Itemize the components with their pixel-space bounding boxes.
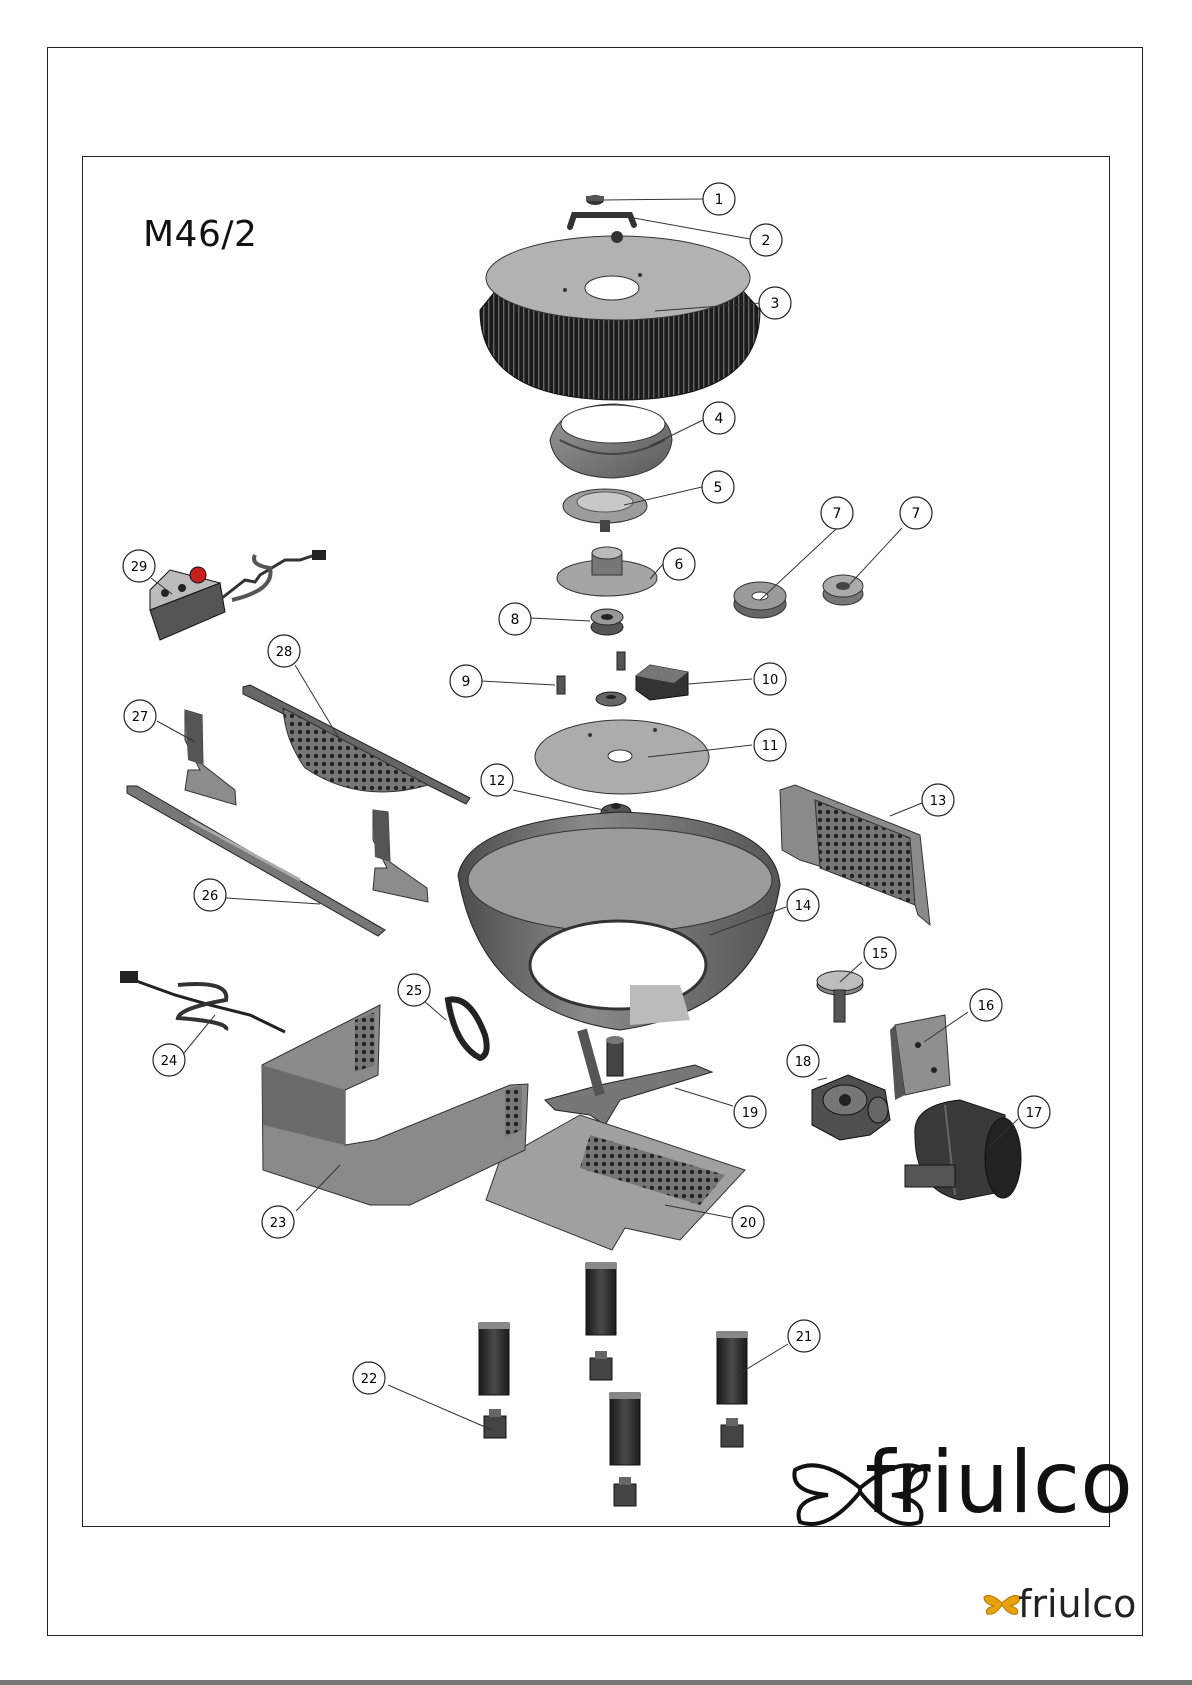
callout-17: 17 <box>1018 1096 1050 1128</box>
part-26-support-bar <box>127 786 385 936</box>
callout-number: 25 <box>406 984 423 999</box>
callout-number: 1 <box>715 192 724 208</box>
callout-number: 22 <box>361 1372 378 1387</box>
callout-number: 9 <box>462 674 471 690</box>
part-15-foot-pad <box>817 971 863 1022</box>
callout-18: 18 <box>787 1045 819 1077</box>
callout-number: 29 <box>131 560 148 575</box>
part-22-leg-left <box>479 1323 509 1438</box>
callout-number: 26 <box>202 889 219 904</box>
callout-3: 3 <box>759 287 791 319</box>
callout-number: 20 <box>740 1216 757 1231</box>
callout-9: 9 <box>450 665 482 697</box>
part-21-leg-right <box>717 1332 747 1447</box>
callout-28: 28 <box>268 635 300 667</box>
callout-number: 21 <box>796 1330 813 1345</box>
part-28-mesh-bar <box>243 685 470 804</box>
callout-1: 1 <box>703 183 735 215</box>
callout-number: 11 <box>762 739 779 754</box>
callout-29: 29 <box>123 550 155 582</box>
callout-2: 2 <box>750 224 782 256</box>
callout-number: 15 <box>872 947 889 962</box>
callout-15: 15 <box>864 937 896 969</box>
callout-number: 3 <box>771 296 780 312</box>
callout-25: 25 <box>398 974 430 1006</box>
brand-name: friulco <box>865 1433 1133 1533</box>
part-23-front-enclosure <box>262 1005 528 1205</box>
callout-7b: 7 <box>900 497 932 529</box>
callout-12: 12 <box>481 764 513 796</box>
callout-number: 2 <box>762 233 771 249</box>
callout-number: 23 <box>270 1216 287 1231</box>
part-27-bracket-right <box>373 810 428 902</box>
part-21-leg-center <box>586 1263 616 1380</box>
callout-8: 8 <box>499 603 531 635</box>
callout-number: 16 <box>978 999 995 1014</box>
part-29-control-box <box>150 550 326 640</box>
callout-22: 22 <box>353 1362 385 1394</box>
callout-number: 17 <box>1026 1106 1043 1121</box>
callout-number: 24 <box>161 1054 178 1069</box>
spacer-ring <box>596 692 626 706</box>
part-4-collar <box>550 404 672 478</box>
part-19-tripod-support <box>545 1030 712 1125</box>
part-2-handle <box>570 215 634 227</box>
part-6-hub-plate <box>557 547 657 596</box>
callout-number: 8 <box>511 612 520 628</box>
part-16-motor-bracket <box>890 1015 950 1100</box>
part-9-pins <box>557 652 625 694</box>
part-10-block <box>636 665 688 700</box>
callout-number: 10 <box>762 673 779 688</box>
brand-name-small: friulco <box>1018 1582 1136 1626</box>
callout-21: 21 <box>788 1320 820 1352</box>
part-24-cable <box>120 971 285 1032</box>
callout-number: 7 <box>912 506 921 522</box>
part-3-lid <box>480 231 760 400</box>
callout-23: 23 <box>262 1206 294 1238</box>
part-27-bracket-left <box>185 710 236 805</box>
part-21-leg-front <box>610 1393 640 1506</box>
callout-20: 20 <box>732 1206 764 1238</box>
brand-logo-small: friulco <box>984 1582 1136 1626</box>
butterfly-icon <box>984 1595 1020 1614</box>
callout-number: 19 <box>742 1106 759 1121</box>
part-5-disc <box>563 489 647 532</box>
page-bottom-edge <box>0 1680 1192 1685</box>
part-7-pulley-b <box>823 575 863 605</box>
callout-number: 12 <box>489 774 506 789</box>
callout-number: 14 <box>795 899 812 914</box>
callout-26: 26 <box>194 879 226 911</box>
brand-logo-large: friulco <box>794 1433 1132 1533</box>
callout-10: 10 <box>754 663 786 695</box>
part-11-base-plate <box>535 720 709 794</box>
callout-16: 16 <box>970 989 1002 1021</box>
callout-24: 24 <box>153 1044 185 1076</box>
callout-number: 4 <box>715 411 724 427</box>
callout-27: 27 <box>124 700 156 732</box>
callout-13: 13 <box>922 784 954 816</box>
part-8-bearing <box>591 609 623 635</box>
callout-19: 19 <box>734 1096 766 1128</box>
callout-number: 18 <box>795 1055 812 1070</box>
callout-number: 7 <box>833 506 842 522</box>
callout-number: 27 <box>132 710 149 725</box>
part-1-knob <box>586 195 604 205</box>
callout-4: 4 <box>703 402 735 434</box>
callout-14: 14 <box>787 889 819 921</box>
callout-number: 13 <box>930 794 947 809</box>
callout-11: 11 <box>754 729 786 761</box>
part-18-gearbox <box>812 1075 890 1140</box>
part-25-belt <box>448 999 487 1058</box>
callout-number: 28 <box>276 645 293 660</box>
callout-6: 6 <box>663 548 695 580</box>
callout-7a: 7 <box>821 497 853 529</box>
callout-number: 5 <box>714 480 723 496</box>
callout-5: 5 <box>702 471 734 503</box>
part-17-motor <box>905 1100 1021 1200</box>
part-14-bowl <box>458 812 780 1030</box>
callout-number: 6 <box>675 557 684 573</box>
